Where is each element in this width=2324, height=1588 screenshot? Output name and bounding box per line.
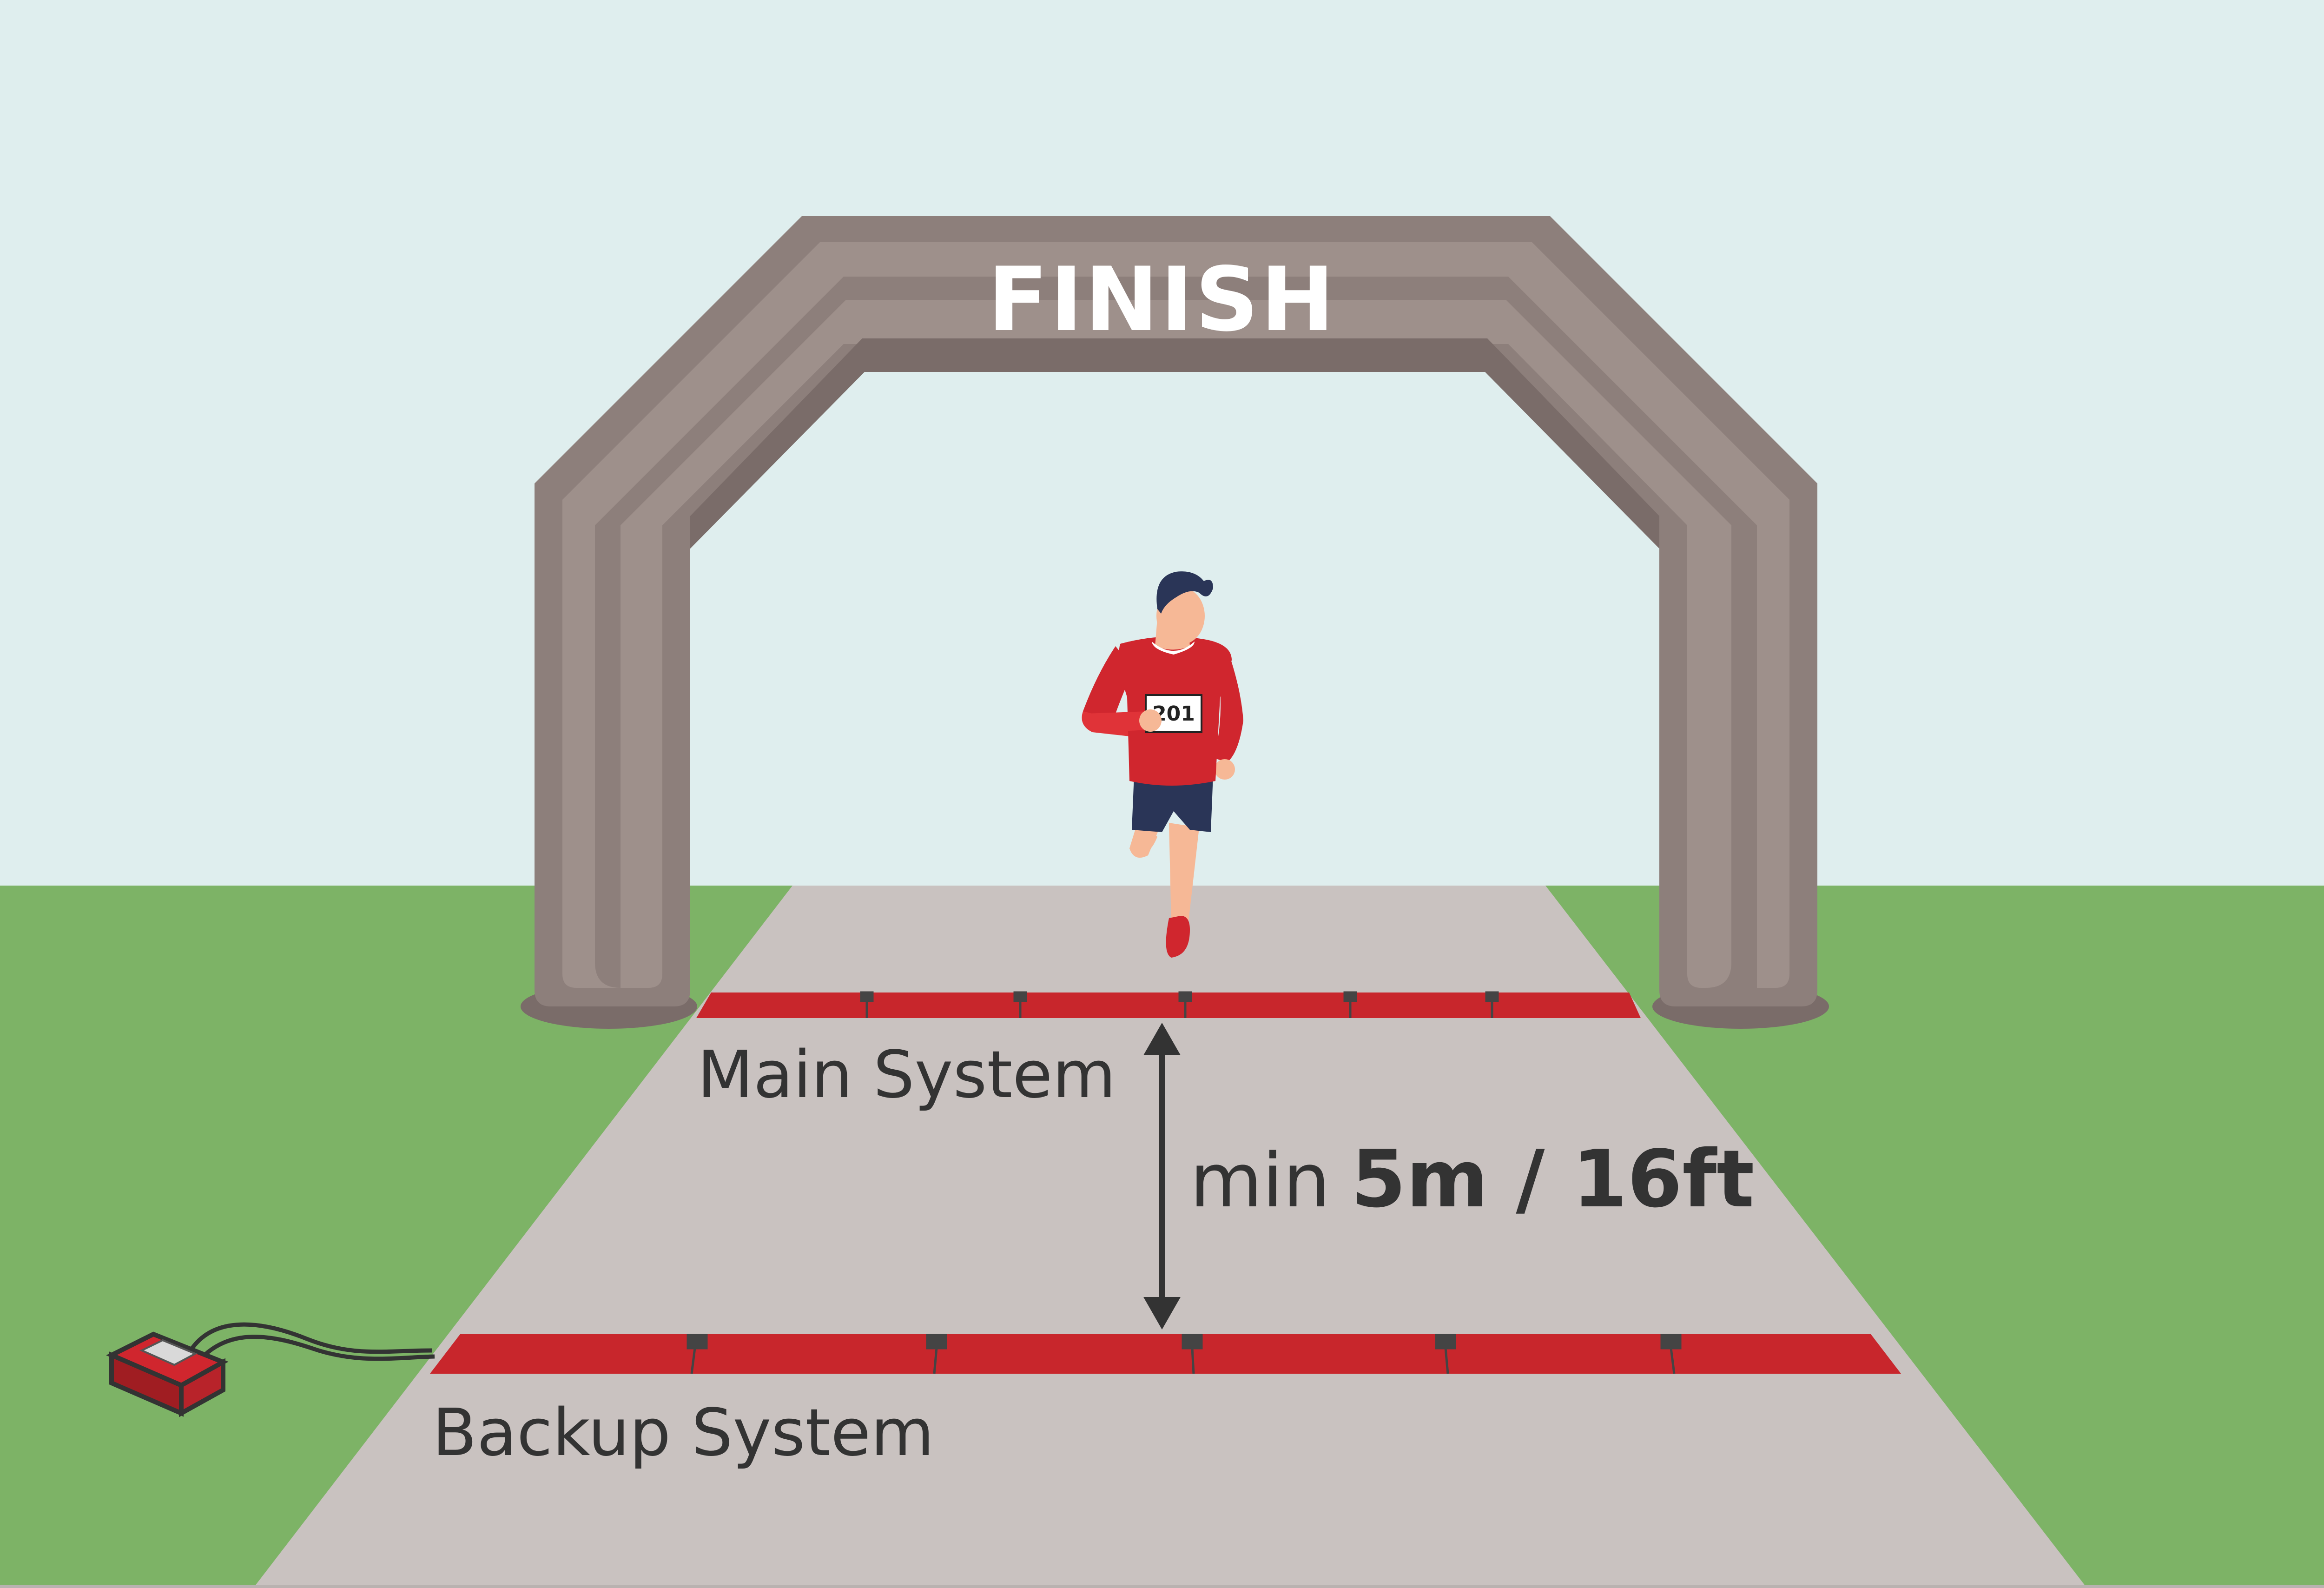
mat-connector-line — [933, 1348, 938, 1374]
mat-connector — [926, 1334, 947, 1350]
mat-connector-line — [1670, 1348, 1676, 1374]
runner-collar — [1152, 642, 1195, 655]
main-system-label: Main System — [697, 1037, 1116, 1113]
decoder-cable-2 — [203, 1335, 435, 1361]
backup-timing-mat: Backup System — [430, 1334, 1901, 1471]
distance-label: min 5m / 16ft — [1190, 1133, 1755, 1225]
mat-connector-line — [1191, 1348, 1195, 1374]
backup-system-label: Backup System — [432, 1395, 934, 1471]
mat-connector-line — [1444, 1348, 1449, 1374]
main-mat — [696, 992, 1641, 1018]
arrow-head-down — [1143, 1297, 1181, 1330]
backup-mat-connectors — [687, 1334, 1682, 1374]
mat-connector — [1182, 1334, 1203, 1350]
mat-connector — [687, 1334, 708, 1350]
arch-title: FINISH — [988, 248, 1336, 351]
distance-arrow: min 5m / 16ft — [1143, 1023, 1755, 1330]
mat-connector — [1343, 991, 1357, 1002]
bottom-edge — [0, 1585, 2324, 1588]
mat-connector — [860, 991, 874, 1002]
runner-front-leg — [1169, 823, 1199, 932]
runner: 201 — [1082, 571, 1243, 958]
mat-connector — [1485, 991, 1499, 1002]
timing-decoder — [106, 1322, 435, 1417]
distance-value: 5m / 16ft — [1351, 1133, 1755, 1225]
main-timing-mat: Main System — [696, 991, 1641, 1113]
mat-connector — [1435, 1334, 1456, 1350]
mat-connector — [1660, 1334, 1682, 1350]
decoder-cable — [189, 1322, 433, 1354]
distance-prefix: min — [1190, 1137, 1330, 1224]
main-mat-connectors — [860, 991, 1499, 1018]
runner-right-hand — [1215, 759, 1235, 780]
decoder-body-side — [179, 1358, 225, 1417]
mat-connector-line — [690, 1348, 696, 1374]
runner-shoe — [1166, 916, 1190, 958]
runner-front-hand — [1139, 709, 1162, 732]
road — [253, 886, 2087, 1588]
runner-hair — [1156, 571, 1213, 614]
arrow-head-up — [1143, 1023, 1181, 1055]
runner-right-arm — [1213, 648, 1243, 762]
runner-front-arm — [1085, 711, 1148, 732]
backup-mat — [430, 1334, 1901, 1374]
runner-shorts — [1132, 774, 1213, 832]
decoder-screen — [139, 1339, 198, 1366]
mat-connector — [1178, 991, 1192, 1002]
mat-connector — [1013, 991, 1027, 1002]
finish-arch: FINISH — [535, 216, 1817, 1006]
